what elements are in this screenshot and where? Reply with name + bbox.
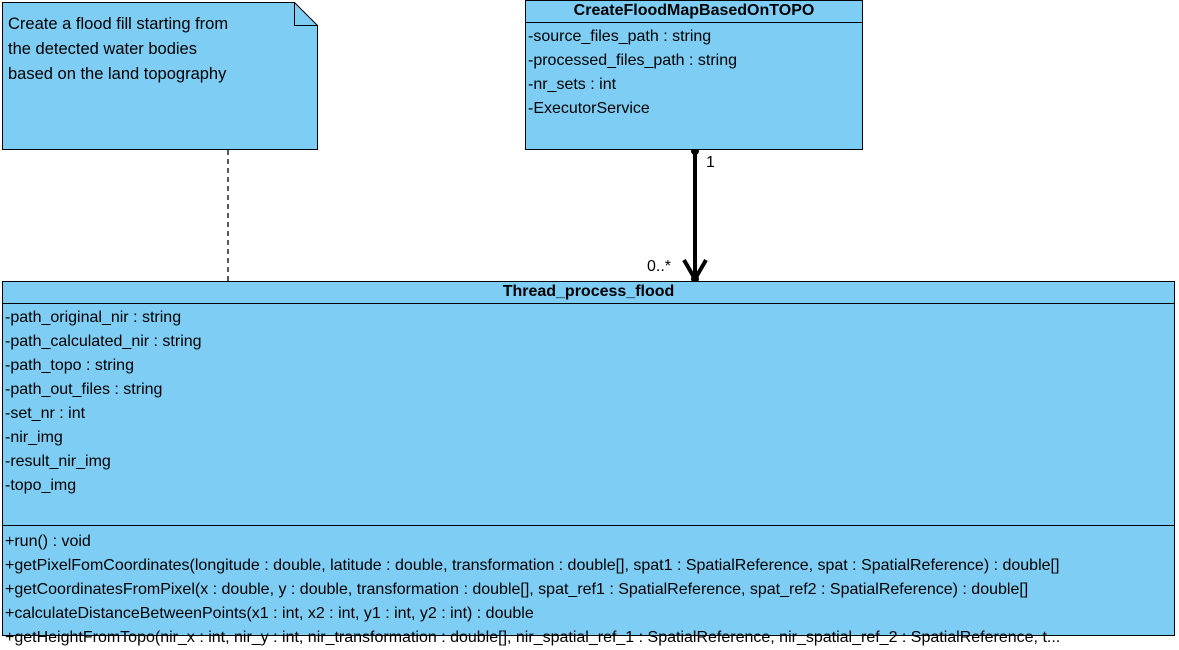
class-thread-process-flood[interactable]: Thread_process_flood -path_original_nir … [2,281,1175,646]
attribute-row: -nir_img [5,429,63,446]
attribute-row: -path_topo : string [5,357,134,374]
class-attributes: -source_files_path : string -processed_f… [526,23,862,121]
class-create-flood-map[interactable]: CreateFloodMapBasedOnTOPO -source_files_… [525,0,863,150]
attribute-row: -path_calculated_nir : string [5,333,202,350]
attribute-row: -nr_sets : int [528,76,617,93]
attribute-row: -result_nir_img [5,453,111,470]
attribute-row: -path_out_files : string [5,381,163,398]
attribute-row: -source_files_path : string [528,28,712,45]
operation-row: +getCoordinatesFromPixel(x : double, y :… [5,581,1029,598]
note-text: Create a flood fill starting from the de… [8,15,229,83]
operation-row: +getPixelFomCoordinates(longitude : doub… [5,557,1060,574]
operation-row: +run() : void [5,533,91,550]
attribute-row: -topo_img [5,477,77,494]
class-name: Thread_process_flood [3,282,1174,304]
attribute-row: -processed_files_path : string [528,52,737,69]
class-attributes: -path_original_nir : string -path_calcul… [3,304,1174,525]
operation-row: +calculateDistanceBetweenPoints(x1 : int… [5,605,534,622]
attribute-row: -set_nr : int [5,405,86,422]
attribute-row: -ExecutorService [528,100,650,117]
uml-note[interactable]: Create a flood fill starting from the de… [2,2,318,150]
source-multiplicity: 1 [706,154,715,171]
operation-row: +getHeightFromTopo(nir_x : int, nir_y : … [5,629,1061,646]
class-name: CreateFloodMapBasedOnTOPO [526,1,862,23]
attribute-row: -path_original_nir : string [5,309,182,326]
target-multiplicity: 0..* [647,258,672,275]
class-operations: +run() : void +getPixelFomCoordinates(lo… [3,525,1174,650]
note-shape [2,2,318,150]
